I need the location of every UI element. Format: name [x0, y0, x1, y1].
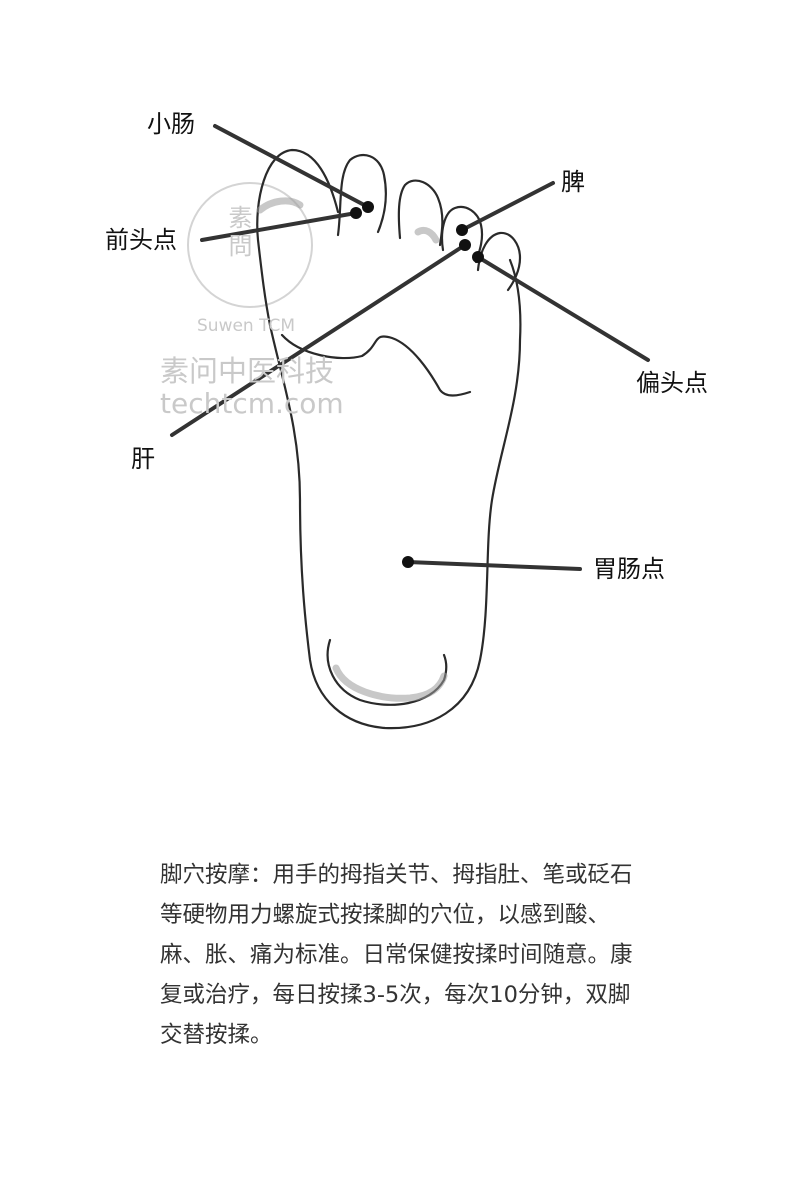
foot-shading — [256, 197, 448, 702]
dot-migraine — [472, 251, 484, 263]
label-spleen: 脾 — [561, 168, 585, 196]
third-toe — [397, 179, 444, 247]
fourth-toe — [440, 205, 484, 264]
leader-migraine — [476, 255, 650, 362]
dot-frontal-head — [350, 207, 362, 219]
little-toe — [476, 231, 522, 292]
watermark-brand-latin: Suwen TCM — [197, 316, 296, 336]
watermark-logo — [187, 182, 313, 308]
leader-liver — [170, 243, 467, 437]
dot-small-intestine — [362, 201, 374, 213]
foot-outline — [256, 148, 522, 730]
leader-small-intestine — [213, 124, 370, 209]
heel-pad — [326, 638, 448, 706]
big-toe — [256, 148, 340, 327]
label-migraine: 偏头点 — [636, 369, 708, 397]
label-liver: 肝 — [131, 445, 155, 473]
watermark-logo-glyph: 素問 — [224, 205, 252, 261]
dot-liver — [459, 239, 471, 251]
watermark-site: techtcm.com — [160, 387, 344, 420]
label-frontal-head: 前头点 — [105, 226, 177, 254]
dot-stomach-intestine — [402, 556, 414, 568]
sole-outline — [268, 258, 522, 730]
label-stomach-intestine: 胃肠点 — [593, 555, 665, 583]
leader-frontal-head — [200, 211, 358, 242]
dot-spleen — [456, 224, 468, 236]
leader-stomach-intestine — [406, 560, 582, 571]
massage-instructions: 脚穴按摩：用手的拇指关节、拇指肚、笔或砭石等硬物用力螺旋式按揉脚的穴位，以感到酸… — [160, 862, 633, 1048]
pointer-lines — [170, 124, 650, 571]
arch-line — [280, 333, 472, 397]
label-small-intestine: 小肠 — [147, 110, 195, 138]
acupoint-dots — [350, 201, 484, 568]
watermark-brand-cn: 素问中医科技 — [160, 354, 335, 388]
leader-spleen — [460, 181, 555, 232]
